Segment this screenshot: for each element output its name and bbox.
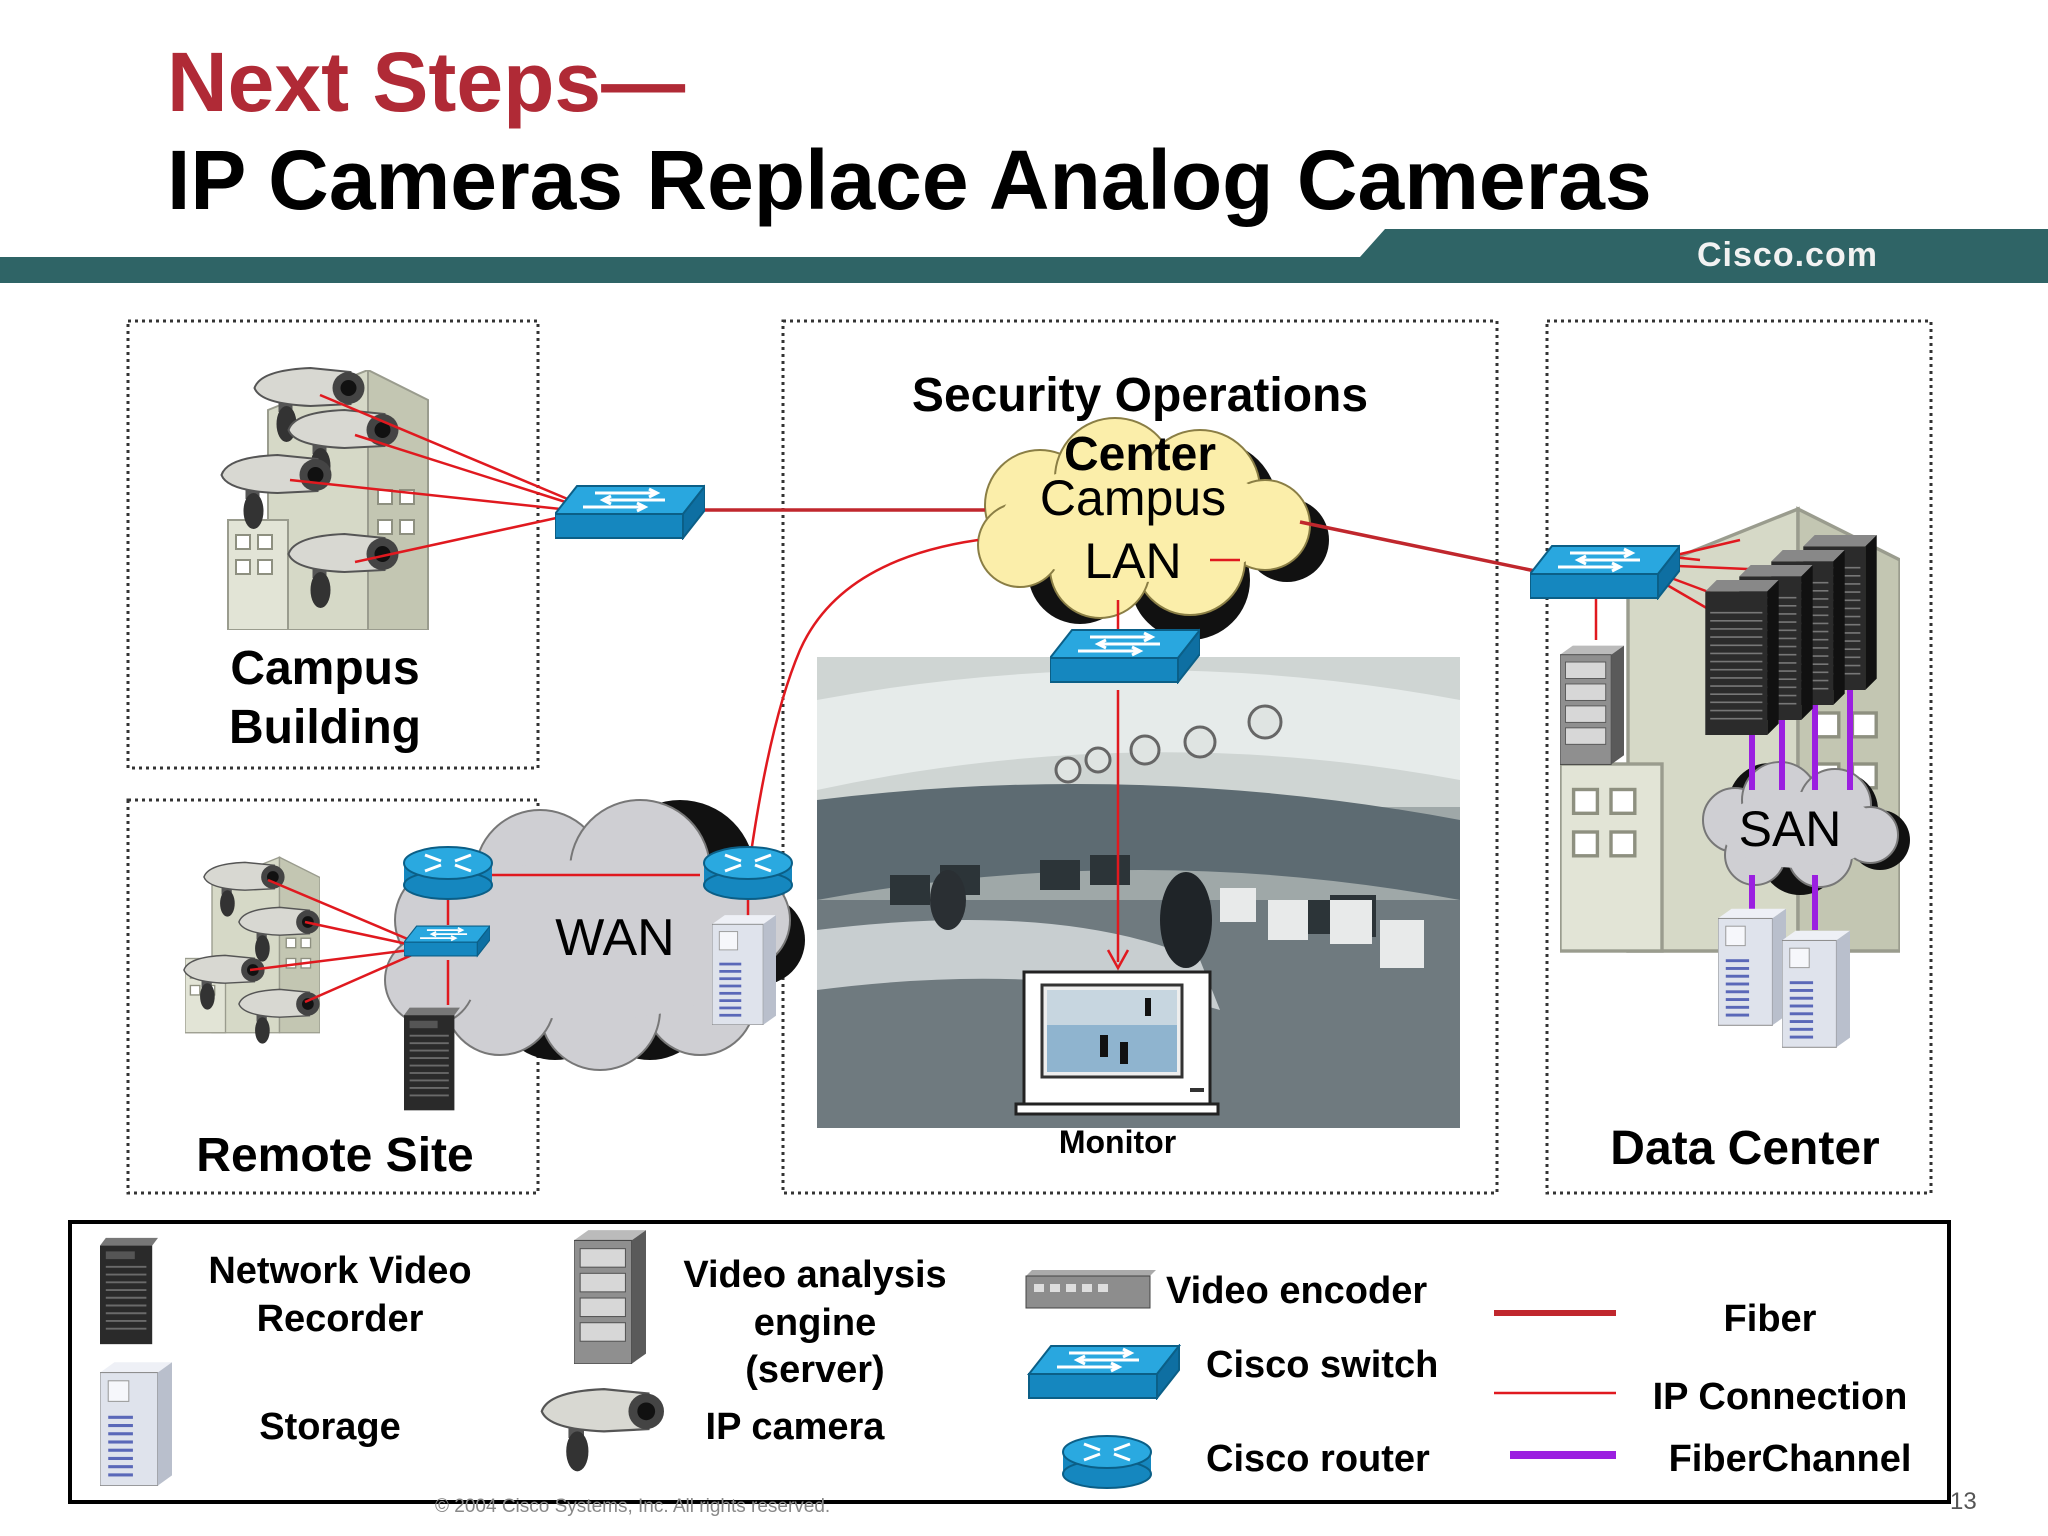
campus-lan-cloud	[977, 417, 1329, 640]
legend-ip-connection-label: IP Connection	[1652, 1376, 1908, 1418]
cisco-switch-icon	[555, 484, 705, 540]
legend-video-analysis-label: Video analysis engine (server)	[683, 1254, 947, 1391]
zone-security-operations-center	[781, 319, 1499, 1195]
title-line-1: Next Steps—	[167, 35, 686, 129]
network-video-recorder-icon	[404, 1006, 460, 1112]
legend-fiberchannel-label: FiberChannel	[1668, 1438, 1912, 1480]
page-number: 13	[1950, 1488, 1977, 1515]
storage-icon	[1782, 930, 1850, 1048]
video-analysis-server-icon	[1560, 645, 1624, 765]
fiber-connections	[700, 508, 1541, 574]
legend-box	[68, 1220, 1951, 1504]
security-operations-center-label: Security Operations Center	[911, 369, 1369, 481]
zone-data-center	[1545, 319, 1933, 1195]
legend-cisco-switch-label: Cisco switch	[1206, 1344, 1439, 1386]
cisco-switch-icon	[1530, 544, 1680, 600]
zone-campus-building	[126, 319, 540, 770]
data-center-label: Data Center	[1610, 1122, 1880, 1175]
cisco-switch-icon	[1050, 628, 1200, 684]
monitor-label: Monitor	[1058, 1124, 1177, 1160]
legend-storage-label: Storage	[259, 1406, 401, 1448]
network-video-recorder-icon	[1704, 580, 1780, 735]
san-label: SAN	[1738, 801, 1842, 857]
cisco-switch-icon	[404, 925, 490, 957]
legend-video-encoder-label: Video encoder	[1166, 1270, 1428, 1312]
storage-icon	[712, 915, 776, 1025]
cisco-router-icon	[402, 845, 494, 901]
legend-nvr-label: Network Video Recorder	[208, 1250, 472, 1340]
cisco-brand: Cisco.com	[1697, 236, 1878, 274]
title-line-2: IP Cameras Replace Analog Cameras	[167, 133, 1652, 227]
legend-fiber-label: Fiber	[1723, 1298, 1817, 1340]
campus-building-label: Campus Building	[229, 642, 421, 754]
legend-ip-camera-label: IP camera	[705, 1406, 885, 1448]
copyright-notice: © 2004 Cisco Systems, Inc. All rights re…	[435, 1496, 831, 1517]
storage-icon	[1718, 908, 1786, 1026]
legend-cisco-router-label: Cisco router	[1206, 1438, 1430, 1480]
header-banner	[0, 229, 2048, 283]
cisco-router-icon	[702, 845, 794, 901]
wan-label: WAN	[555, 909, 675, 967]
remote-site-label: Remote Site	[196, 1129, 474, 1182]
zone-remote-site	[126, 798, 540, 1195]
legend-video-encoder-icon	[1025, 1270, 1156, 1309]
campus-lan-label: Campus LAN	[1039, 470, 1227, 589]
ip-connections	[249, 393, 1771, 1005]
monitor-graphic	[1014, 970, 1220, 1116]
